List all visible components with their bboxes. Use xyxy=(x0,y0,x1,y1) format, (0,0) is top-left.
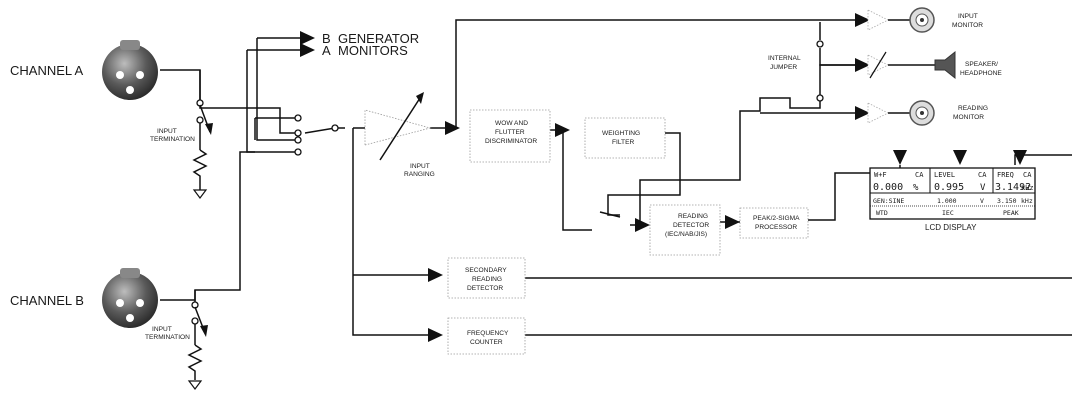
lcd-detector-mode: PEAK xyxy=(1003,209,1019,217)
lcd-standard-mode: IEC xyxy=(942,209,954,217)
reading-monitor-label-1: READING xyxy=(958,105,988,112)
peak-processor-label-1: PEAK/2-SIGMA xyxy=(753,215,800,222)
channel-a-label: CHANNEL A xyxy=(10,63,84,78)
lcd-freq-value: 3.1492 xyxy=(995,182,1031,193)
lcd-gen-level-unit: V xyxy=(980,197,984,205)
input-monitor-label-1: INPUT xyxy=(958,13,978,20)
output-amplifiers xyxy=(867,9,935,124)
lcd-freq-title: FREQ xyxy=(997,171,1014,179)
lcd-wf-value: 0.000 xyxy=(873,182,903,193)
frequency-counter-label-2: COUNTER xyxy=(470,339,503,346)
termination-b-label-1: INPUT xyxy=(152,326,172,333)
generator-a-letter: A xyxy=(322,43,331,58)
lcd-caption: LCD DISPLAY xyxy=(925,223,977,232)
reading-detector-label-3: (IEC/NAB/JIS) xyxy=(665,231,707,238)
lcd-gen-level: 1.000 xyxy=(937,197,957,205)
speaker-icon xyxy=(934,50,956,80)
lcd-level-unit: V xyxy=(980,183,986,193)
internal-jumper-label-2: JUMPER xyxy=(770,64,797,71)
lcd-gen-freq: 3.150 xyxy=(997,197,1017,205)
ground-icon xyxy=(187,380,203,390)
frequency-counter-box xyxy=(447,317,526,355)
reading-monitor-jack xyxy=(909,100,935,126)
input-selector xyxy=(294,114,339,156)
xlr-connector-icon xyxy=(102,44,158,100)
lcd-wf-unit: % xyxy=(913,183,919,193)
termination-a-label-1: INPUT xyxy=(157,128,177,135)
wow-flutter-label-3: DISCRIMINATOR xyxy=(485,138,537,145)
weighting-filter-box xyxy=(584,117,666,159)
reading-detector-label-1: READING xyxy=(678,213,708,220)
secondary-detector-label-1: SECONDARY xyxy=(465,267,507,274)
lcd-wf-flag: CA xyxy=(915,171,924,179)
input-ranging-label-2: RANGING xyxy=(404,171,435,178)
resistor-icon xyxy=(192,149,208,190)
wow-flutter-box xyxy=(469,109,551,163)
channel-b-connector xyxy=(102,268,158,328)
ground-icon xyxy=(192,189,208,199)
channel-b-label: CHANNEL B xyxy=(10,293,84,308)
lcd-display xyxy=(869,167,1036,220)
arrows xyxy=(300,13,1027,342)
speaker-label-2: HEADPHONE xyxy=(960,70,1002,77)
input-termination-a xyxy=(192,99,213,199)
channel-a-connector xyxy=(102,40,158,100)
generator-a-text: MONITORS xyxy=(338,43,408,58)
generator-b-text: GENERATOR xyxy=(338,31,419,46)
frequency-counter-label-1: FREQUENCY xyxy=(467,330,509,337)
termination-b-label-2: TERMINATION xyxy=(145,334,190,341)
lcd-freq-flag: CA xyxy=(1023,171,1032,179)
reading-monitor-label-2: MONITOR xyxy=(953,114,984,121)
resistor-icon xyxy=(187,344,203,380)
internal-jumper xyxy=(816,40,824,102)
lcd-wf-title: W+F xyxy=(874,171,887,179)
termination-a-label-2: TERMINATION xyxy=(150,136,195,143)
weighting-label-1: WEIGHTING xyxy=(602,130,640,137)
lcd-level-title: LEVEL xyxy=(934,171,955,179)
input-monitor-label-2: MONITOR xyxy=(952,22,983,29)
lcd-level-flag: CA xyxy=(978,171,987,179)
amplifier-triangle-icon xyxy=(867,102,889,124)
reading-detector-label-2: DETECTOR xyxy=(673,222,709,229)
lcd-gen-mode: GEN:SINE xyxy=(873,197,904,205)
generator-b-letter: B xyxy=(322,31,331,46)
internal-jumper-label-1: INTERNAL xyxy=(768,55,801,62)
peak-processor-box xyxy=(739,207,809,239)
wow-flutter-label-1: WOW AND xyxy=(495,120,528,127)
speaker-label-1: SPEAKER/ xyxy=(965,61,998,68)
weighting-label-2: FILTER xyxy=(612,139,634,146)
speaker xyxy=(934,50,956,80)
lcd-level-value: 0.995 xyxy=(934,182,964,193)
xlr-connector-icon xyxy=(102,272,158,328)
input-termination-b xyxy=(187,301,208,390)
reading-detector-box xyxy=(649,204,721,256)
lcd-freq-unit: kHz xyxy=(1021,184,1034,192)
secondary-detector-box xyxy=(447,257,526,299)
input-ranging-block xyxy=(364,92,432,161)
peak-processor-label-2: PROCESSOR xyxy=(755,224,797,231)
secondary-detector-label-2: READING xyxy=(472,276,502,283)
amplifier-triangle-icon xyxy=(867,9,889,31)
lcd-gen-freq-unit: kHz xyxy=(1021,197,1033,205)
input-monitor-jack xyxy=(909,7,935,33)
lcd-weighting-mode: WTD xyxy=(876,209,888,217)
secondary-detector-label-3: DETECTOR xyxy=(467,285,503,292)
input-ranging-label-1: INPUT xyxy=(410,163,430,170)
wow-flutter-label-2: FLUTTER xyxy=(495,129,525,136)
